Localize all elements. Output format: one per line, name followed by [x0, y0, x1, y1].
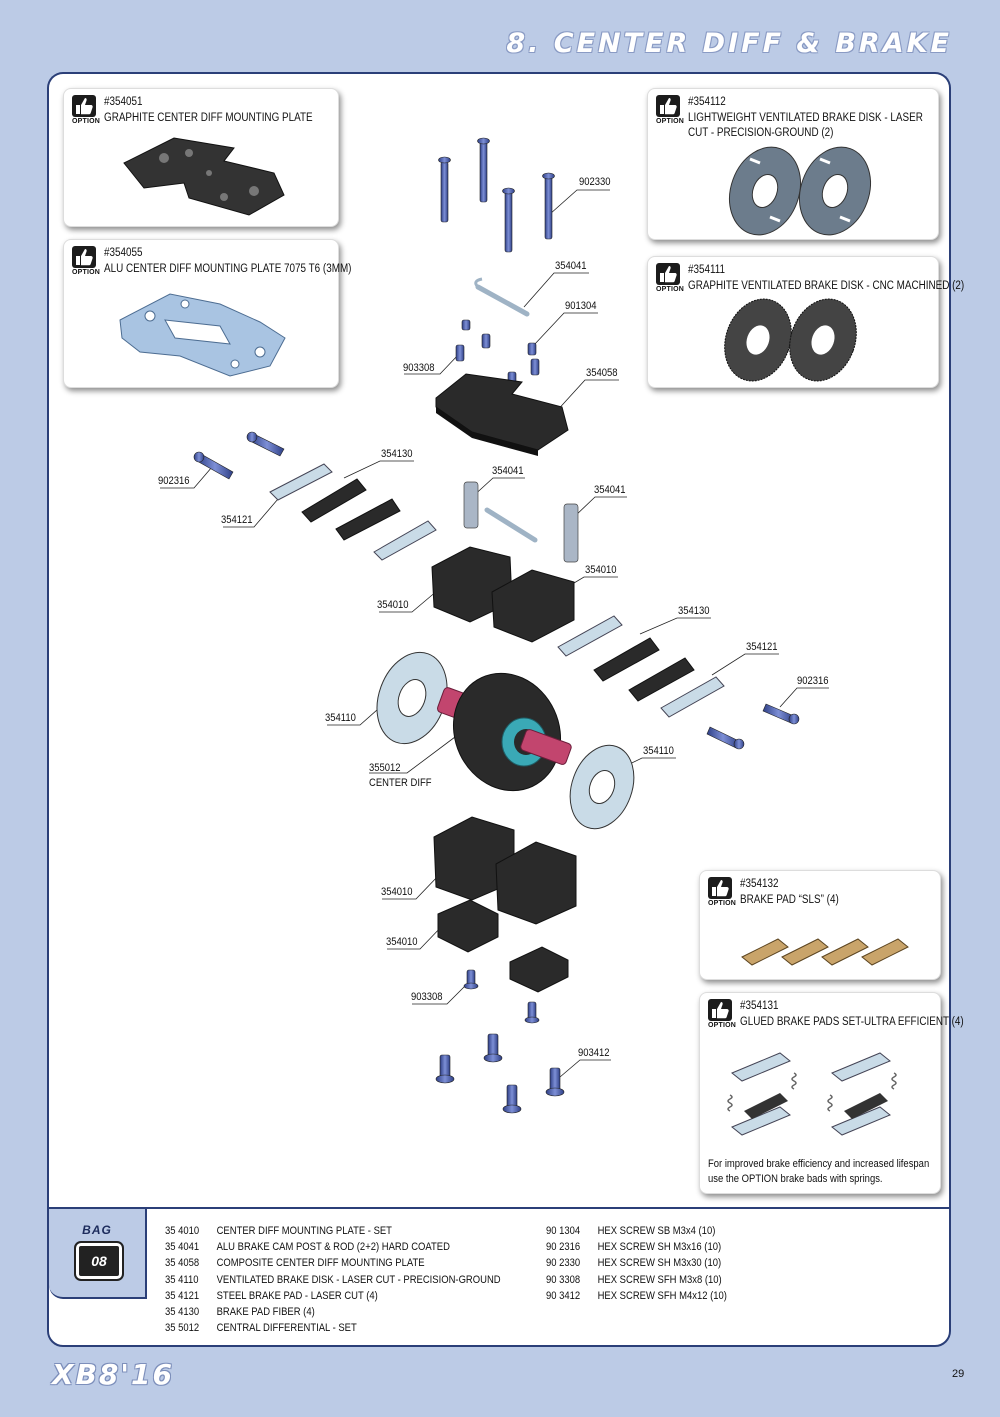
lightweight-brake-disks-illustration: [729, 146, 871, 236]
callout-354121-left: 354121: [221, 514, 253, 526]
option-badge: OPTION: [656, 263, 684, 293]
option-number: #354131: [740, 1000, 779, 1012]
option-badge: OPTION: [72, 95, 100, 125]
option-name: LIGHTWEIGHT VENTILATED BRAKE DISK - LASE…: [688, 112, 923, 139]
option-number: #354132: [740, 878, 779, 890]
option-number: #354111: [688, 264, 726, 276]
option-name: GRAPHITE CENTER DIFF MOUNTING PLATE: [104, 112, 313, 124]
option-name: GRAPHITE VENTILATED BRAKE DISK - CNC MAC…: [688, 280, 965, 292]
callout-902330: 902330: [579, 176, 611, 188]
bag-indicator: BAG 08: [49, 1209, 147, 1299]
option-name: BRAKE PAD “SLS” (4): [740, 894, 839, 906]
sls-brake-pads-illustration: [741, 938, 909, 966]
callout-354041-top: 354041: [555, 260, 587, 272]
thumbs-up-icon: [660, 98, 677, 115]
thumbs-up-icon: [712, 880, 729, 897]
callout-center-diff: CENTER DIFF: [369, 777, 432, 789]
callout-354058: 354058: [586, 367, 618, 379]
callout-354041-mid: 354041: [492, 465, 524, 477]
option-box-354055: OPTION #354055 ALU CENTER DIFF MOUNTING …: [63, 239, 351, 388]
callout-903412: 903412: [578, 1047, 610, 1059]
option-box-354112: OPTION #354112 LIGHTWEIGHT VENTILATED BR…: [647, 88, 939, 240]
option-box-354132: OPTION #354132 BRAKE PAD “SLS” (4): [699, 870, 941, 980]
option-name: GLUED BRAKE PADS SET-ULTRA EFFICIENT (4): [740, 1016, 964, 1028]
option-badge: OPTION: [656, 95, 684, 125]
callout-354121-right: 354121: [746, 641, 778, 653]
callout-902316-left: 902316: [158, 475, 190, 487]
callout-354110-right: 354110: [643, 745, 674, 757]
alu-plate-illustration: [119, 293, 286, 377]
option-number: #354112: [688, 96, 726, 108]
option-number: #354055: [104, 247, 143, 259]
callout-901304: 901304: [565, 300, 597, 312]
option-box-354131: OPTION #354131 GLUED BRAKE PADS SET-ULTR…: [699, 992, 964, 1194]
bag-number: 08: [74, 1241, 124, 1281]
graphite-plate-illustration: [123, 137, 285, 216]
callout-355012: 355012: [369, 762, 401, 774]
bag-label: BAG: [82, 1223, 112, 1237]
callout-354041-right: 354041: [594, 484, 626, 496]
thumbs-up-icon: [712, 1002, 729, 1019]
callout-354130-left: 354130: [381, 448, 413, 460]
option-badge: OPTION: [708, 877, 736, 907]
callout-354010-upper-left: 354010: [377, 599, 409, 611]
page-number: 29: [952, 1368, 965, 1380]
callout-354010-upper-right: 354010: [585, 564, 617, 576]
option-box-354111: OPTION #354111 GRAPHITE VENTILATED BRAKE…: [647, 256, 964, 388]
exploded-diagram: [160, 137, 829, 1114]
callout-354130-right: 354130: [678, 605, 710, 617]
option-name: ALU CENTER DIFF MOUNTING PLATE 7075 T6 (…: [104, 263, 352, 275]
option-note: For improved brake efficiency and increa…: [708, 1158, 930, 1185]
option-badge: OPTION: [72, 246, 100, 276]
thumbs-up-icon: [76, 98, 93, 115]
callout-903308-bottom: 903308: [411, 991, 443, 1003]
callout-903308-top: 903308: [403, 362, 435, 374]
callout-354110-left: 354110: [325, 712, 356, 724]
callout-902316-right: 902316: [797, 675, 829, 687]
graphite-brake-disks-illustration: [724, 298, 857, 382]
thumbs-up-icon: [76, 249, 93, 266]
callout-354010-lower: 354010: [381, 886, 413, 898]
thumbs-up-icon: [660, 266, 677, 283]
brand-logo: XB8'16: [52, 1358, 174, 1391]
option-badge: OPTION: [708, 999, 736, 1029]
callout-354010-bottom: 354010: [386, 936, 418, 948]
glued-brake-pads-illustration: [727, 1052, 897, 1136]
option-number: #354051: [104, 96, 143, 108]
option-box-354051: OPTION #354051 GRAPHITE CENTER DIFF MOUN…: [63, 88, 339, 227]
assembly-panel: 902330 354041 901304 903308 354058 35413…: [47, 72, 964, 1207]
page-title: 8. CENTER DIFF & BRAKE: [506, 28, 952, 59]
